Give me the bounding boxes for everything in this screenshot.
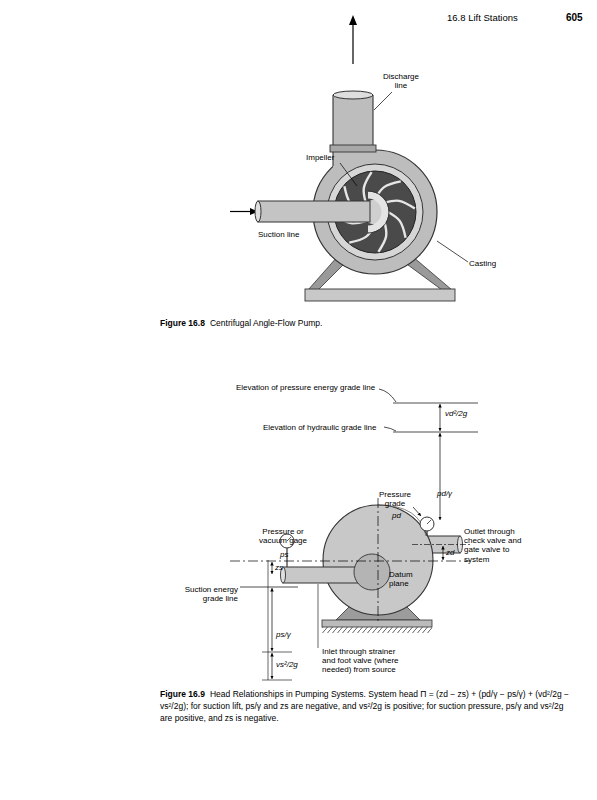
part-name: Pressure grade bbox=[376, 490, 414, 508]
suction-head-lines bbox=[318, 584, 319, 648]
suction-head-lines bbox=[240, 587, 298, 588]
pump-casing bbox=[378, 505, 426, 536]
part-name: Casting bbox=[469, 259, 496, 268]
pressure-gage bbox=[427, 520, 431, 524]
pump-base bbox=[322, 620, 432, 627]
suction-pipe bbox=[354, 554, 390, 590]
leader-line bbox=[340, 163, 357, 186]
suction-pipe bbox=[281, 554, 391, 590]
caption-text: Head Relationships in Pumping Systems. S… bbox=[160, 689, 569, 723]
datum-lines bbox=[412, 544, 472, 545]
grade-lines bbox=[379, 389, 396, 402]
part-name: Suction line bbox=[258, 230, 299, 239]
suction-head-lines bbox=[262, 652, 292, 653]
suction-pipe bbox=[255, 201, 261, 222]
head-symbol: vs²/2g bbox=[276, 660, 298, 669]
grade-line-label: Elevation of pressure energy grade line bbox=[236, 383, 375, 392]
leader-line bbox=[437, 241, 468, 262]
suction-pipe bbox=[368, 195, 385, 229]
impeller-drawing bbox=[388, 212, 406, 238]
suction-pipe bbox=[255, 191, 389, 233]
leader-line bbox=[340, 92, 468, 262]
caption-text: Centrifugal Angle-Flow Pump. bbox=[210, 318, 322, 328]
datum-label: Datum plane bbox=[389, 570, 421, 588]
grade-lines bbox=[384, 427, 396, 431]
grade-lines bbox=[393, 403, 478, 404]
flow-arrow bbox=[352, 24, 353, 64]
figure-caption: Figure 16.9Head Relationships in Pumping… bbox=[160, 689, 578, 725]
datum-lines bbox=[378, 498, 379, 622]
pressure-gage bbox=[413, 507, 421, 516]
pressure-gage bbox=[426, 531, 427, 536]
head-symbol: vd²/2g bbox=[445, 409, 467, 418]
elevation-symbol: zd bbox=[446, 548, 454, 557]
head-symbol: ps/γ bbox=[276, 630, 291, 639]
elevation-symbol: zs bbox=[275, 563, 283, 572]
grade-line-label: Suction energy grade line bbox=[168, 585, 238, 603]
leader-line bbox=[374, 92, 392, 110]
pressure-symbol: ps bbox=[280, 550, 288, 559]
figure-number: Figure 16.8 bbox=[160, 318, 205, 328]
part-name: Pressure or vacuum gage bbox=[248, 527, 318, 545]
suction-head-lines bbox=[272, 653, 273, 679]
flow-arrow bbox=[349, 15, 357, 25]
centrifugal-pump-drawing bbox=[230, 15, 468, 301]
datum-lines bbox=[230, 561, 470, 562]
suction-head-lines bbox=[272, 562, 273, 574]
discharge-pipe bbox=[330, 145, 376, 152]
flow-note: Outlet through check valve and gate valv… bbox=[464, 527, 526, 564]
grade-lines bbox=[440, 433, 441, 520]
pump-stand bbox=[305, 289, 455, 301]
figure-number: Figure 16.9 bbox=[160, 689, 205, 699]
suction-head-lines bbox=[240, 560, 318, 680]
suction-head-lines bbox=[272, 588, 273, 651]
grade-line-label: Elevation of hydraulic grade line bbox=[263, 423, 376, 432]
part-name: Impeller bbox=[306, 153, 334, 162]
suction-head-lines bbox=[268, 560, 269, 680]
suction-pipe bbox=[368, 191, 389, 233]
running-head: 16.8 Lift Stations bbox=[447, 13, 518, 24]
discharge-pipe bbox=[333, 95, 373, 170]
page-number: 605 bbox=[566, 12, 583, 24]
suction-head-lines bbox=[262, 680, 292, 681]
suction-pipe bbox=[258, 201, 370, 222]
pressure-gage bbox=[420, 517, 434, 531]
flow-note: Inlet through strainer and foot valve (w… bbox=[322, 647, 410, 675]
discharge-pipe bbox=[333, 91, 373, 99]
grade-lines bbox=[393, 432, 478, 433]
discharge-pipe bbox=[330, 91, 376, 170]
datum-lines bbox=[443, 546, 444, 560]
figure-caption: Figure 16.8 Centrifugal Angle-Flow Pump. bbox=[160, 318, 570, 330]
flow-arrow bbox=[230, 211, 251, 212]
discharge-pipe bbox=[372, 95, 373, 151]
suction-pipe bbox=[283, 567, 365, 583]
pressure-symbol: pd bbox=[392, 511, 401, 520]
part-name: Discharge line bbox=[379, 72, 423, 90]
datum-lines bbox=[230, 498, 472, 622]
pump-base bbox=[322, 627, 432, 633]
grade-lines bbox=[440, 404, 441, 431]
head-symbol: pd/γ bbox=[437, 489, 452, 498]
pumping-head-diagram bbox=[230, 389, 478, 680]
